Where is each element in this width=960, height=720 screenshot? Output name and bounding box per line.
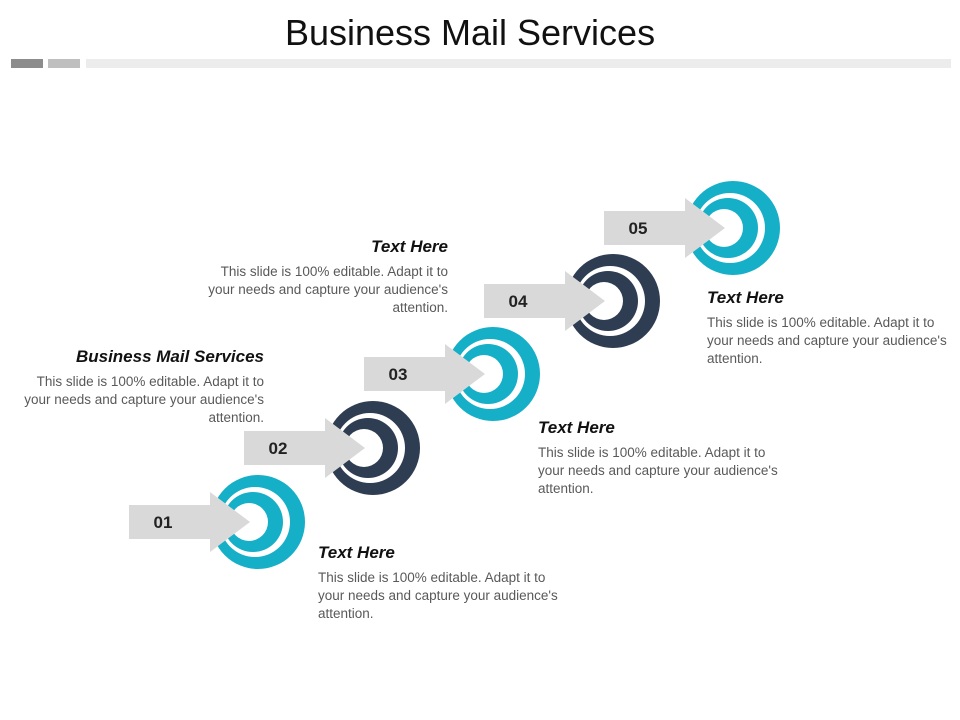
label-body: This slide is 100% editable. Adapt it to… — [24, 374, 264, 425]
label-step-04: Text Here This slide is 100% editable. A… — [208, 236, 448, 317]
step-number: 05 — [629, 219, 648, 238]
label-step-03: Text Here This slide is 100% editable. A… — [538, 417, 778, 498]
step-number: 03 — [389, 365, 408, 384]
label-step-01: Text Here This slide is 100% editable. A… — [318, 542, 558, 623]
label-step-02: Business Mail Services This slide is 100… — [24, 346, 264, 427]
arrow — [484, 271, 605, 331]
step-number: 04 — [509, 292, 528, 311]
label-heading: Text Here — [538, 418, 615, 437]
arrow — [604, 198, 725, 258]
step-03: 03 — [364, 327, 540, 421]
arrow — [129, 492, 250, 552]
label-body: This slide is 100% editable. Adapt it to… — [208, 264, 448, 315]
header-bar-mid — [48, 59, 80, 68]
step-number: 01 — [154, 513, 173, 532]
header-bar-dark — [11, 59, 43, 68]
step-01: 01 — [129, 475, 305, 569]
step-05: 05 — [604, 181, 780, 275]
arrow — [244, 418, 365, 478]
label-body: This slide is 100% editable. Adapt it to… — [318, 570, 558, 621]
step-02: 02 — [244, 401, 420, 495]
label-step-05: Text Here This slide is 100% editable. A… — [707, 287, 947, 368]
label-body: This slide is 100% editable. Adapt it to… — [538, 445, 778, 496]
label-heading: Text Here — [707, 288, 784, 307]
label-heading: Business Mail Services — [75, 347, 264, 366]
slide-title: Business Mail Services — [284, 12, 656, 53]
label-heading: Text Here — [371, 237, 448, 256]
header-bar-light — [86, 59, 951, 68]
label-body: This slide is 100% editable. Adapt it to… — [707, 315, 947, 366]
arrow — [364, 344, 485, 404]
step-number: 02 — [269, 439, 288, 458]
step-04: 04 — [484, 254, 660, 348]
label-heading: Text Here — [318, 543, 395, 562]
